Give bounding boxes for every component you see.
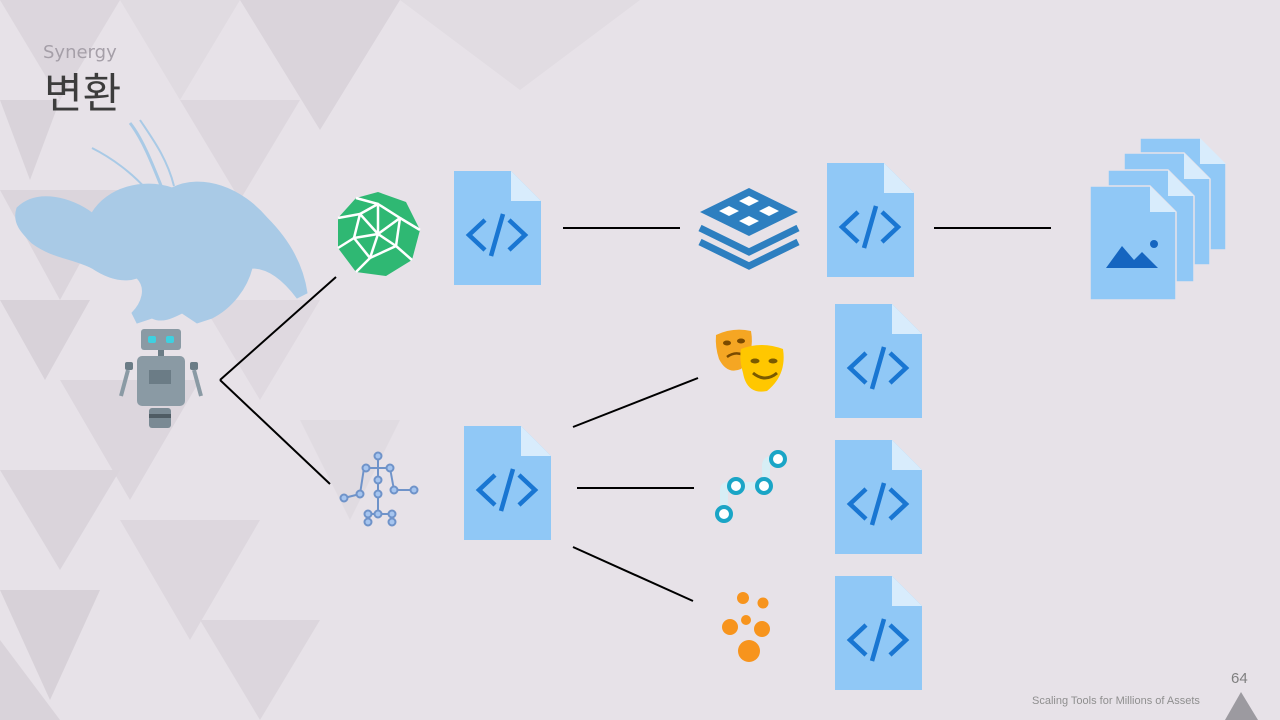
code-file-icon xyxy=(835,440,922,554)
code-file-icon xyxy=(835,304,922,418)
page-number: 64 xyxy=(1231,670,1248,687)
slide-subtitle: Synergy xyxy=(43,42,117,63)
code-file-icon xyxy=(464,426,551,540)
creature-silhouette xyxy=(15,119,308,324)
code-file-icon xyxy=(835,576,922,690)
slide-title: 변환 xyxy=(44,69,122,118)
layers-icon xyxy=(698,188,800,270)
code-file-icon xyxy=(454,171,541,285)
image-stack-icon xyxy=(1089,137,1227,301)
robot-icon xyxy=(119,329,203,428)
polyhedron-icon xyxy=(337,192,421,276)
slide-footer: Scaling Tools for Millions of Assets xyxy=(1032,695,1200,707)
theater-masks-icon xyxy=(715,329,784,392)
orange-dots-icon xyxy=(722,592,770,662)
skeleton-graph-icon xyxy=(339,451,419,527)
connector-to-dots xyxy=(572,546,694,602)
connector-robot-to-polyhedron xyxy=(219,276,337,381)
code-file-icon xyxy=(827,163,914,277)
pipeline-path-icon xyxy=(715,450,787,523)
connector-to-masks xyxy=(572,377,699,428)
connector-robot-to-skeleton xyxy=(219,379,331,485)
